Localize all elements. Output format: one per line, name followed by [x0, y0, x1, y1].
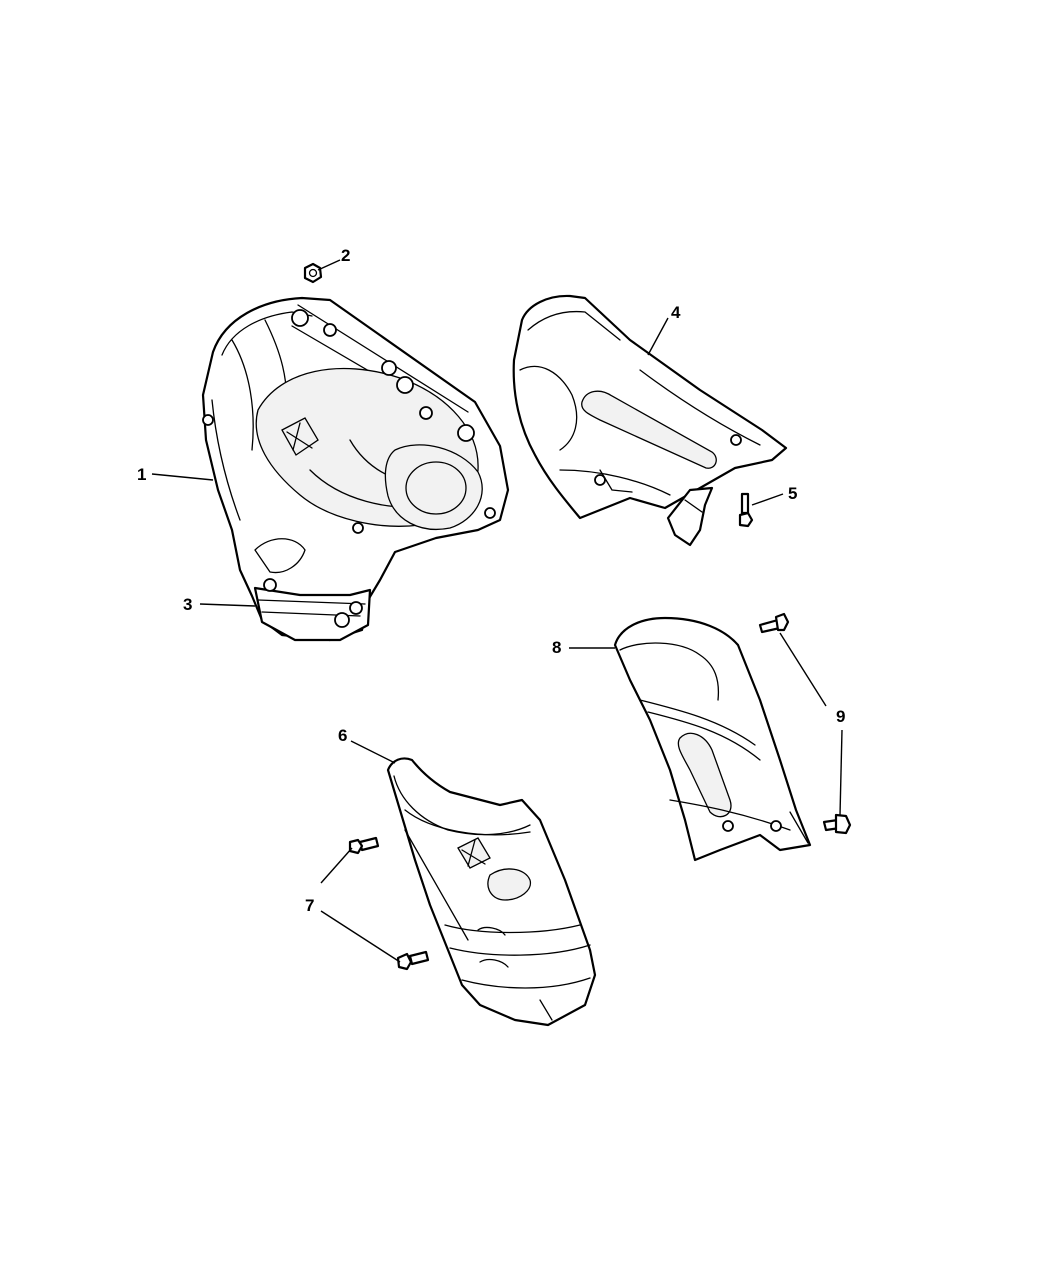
bolt	[822, 813, 852, 835]
callout-7: 7	[305, 896, 314, 915]
callout-1: 1	[137, 465, 146, 484]
nut	[303, 262, 323, 284]
lower-heat-shield	[386, 757, 597, 1027]
leader-4	[647, 317, 669, 356]
callout-8: 8	[552, 638, 561, 657]
bolt	[396, 950, 430, 971]
callout-5: 5	[788, 484, 797, 503]
leader-7b	[320, 910, 401, 963]
leader-9b	[839, 729, 843, 816]
leader-3	[199, 603, 256, 607]
callout-3: 3	[183, 595, 192, 614]
exhaust-manifold	[201, 296, 510, 642]
heat-shield	[613, 616, 812, 862]
callout-6: 6	[338, 726, 347, 745]
upper-heat-shield	[512, 294, 788, 547]
bolt	[738, 492, 754, 528]
callout-9: 9	[836, 707, 845, 726]
leader-7a	[320, 847, 353, 884]
leader-9a	[779, 632, 827, 707]
bolt	[348, 836, 380, 855]
bolt	[758, 612, 790, 634]
leader-5	[751, 493, 784, 506]
callout-labels: 1 2 3 4 5 6 7 8 9	[137, 246, 845, 915]
leader-6	[350, 740, 396, 764]
callout-4: 4	[671, 303, 681, 322]
callout-2: 2	[341, 246, 350, 265]
leader-lines	[151, 259, 843, 963]
leader-1	[151, 473, 214, 481]
leader-2	[317, 259, 341, 271]
